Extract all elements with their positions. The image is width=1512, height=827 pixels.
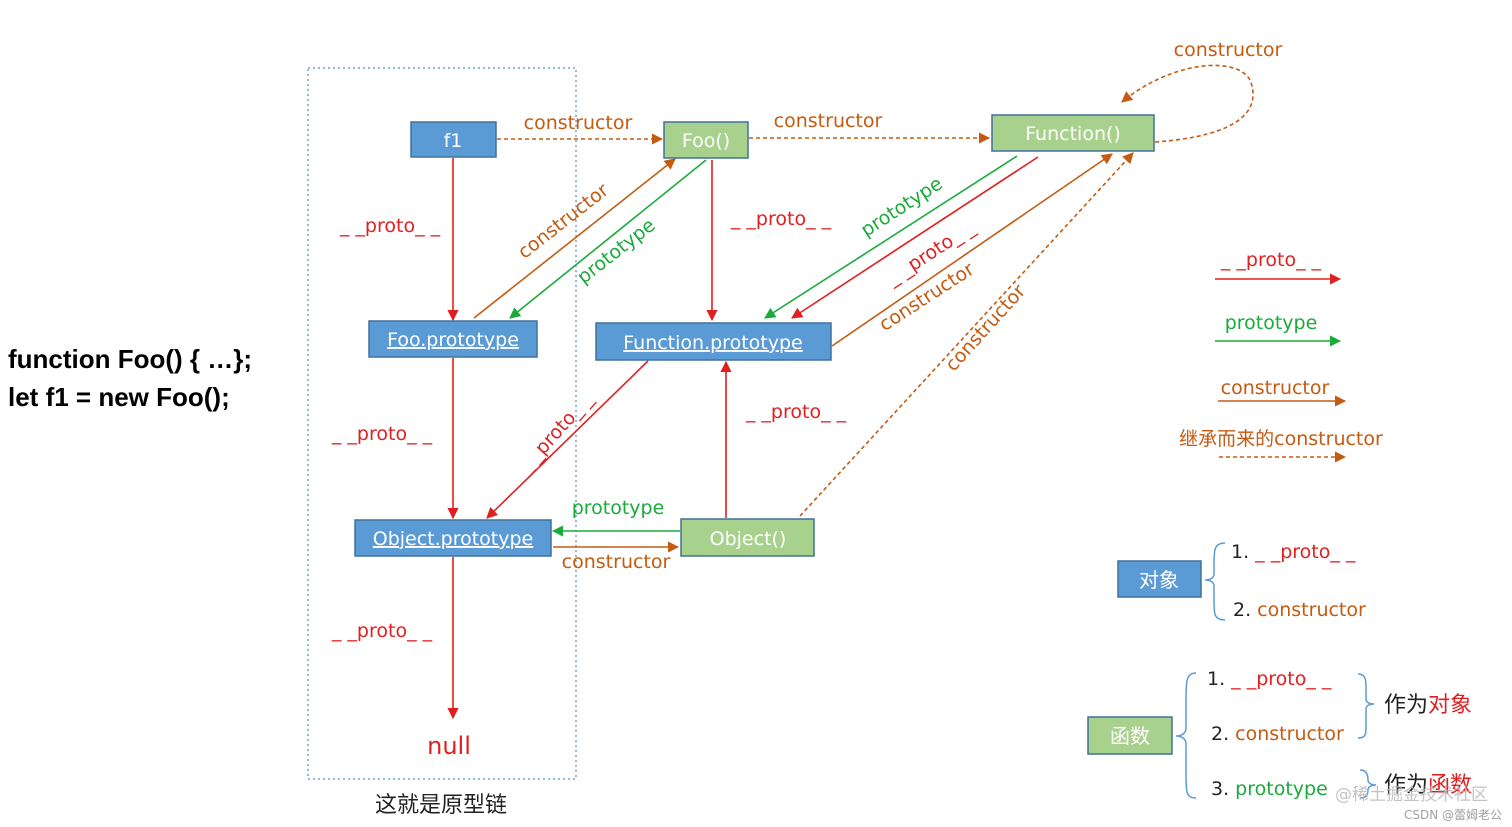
label-prototype-foo-fooproto: prototype — [573, 214, 660, 288]
as-function-brace — [1359, 769, 1377, 799]
prototype-chain-caption: 这就是原型链 — [375, 793, 507, 818]
as-function-label: 作为函数 — [1384, 773, 1472, 798]
watermark-juejin: @稀土掘金技术社区 — [1335, 785, 1488, 805]
edge-fooproto-foo-constructor — [473, 158, 676, 319]
function-item-proto: 1. _ _proto_ _ — [1207, 668, 1332, 690]
label-proto-fooproto: _ _proto_ _ — [331, 423, 433, 445]
object-brace — [1204, 542, 1226, 621]
object-item-proto: 1. _ _proto_ _ — [1231, 541, 1356, 563]
node-foo-label: Foo() — [682, 130, 730, 152]
label-prototype-function: prototype — [857, 173, 947, 242]
label-constructor-f1-foo: constructor — [524, 112, 633, 134]
label-constructor-function-self: constructor — [1174, 39, 1283, 61]
node-object: Object() — [680, 518, 815, 557]
edge-funcproto-objproto-proto — [486, 360, 649, 519]
function-brace — [1175, 672, 1197, 799]
function-box: 函数 — [1087, 716, 1173, 755]
legend-prototype-label: prototype — [1225, 312, 1318, 334]
as-object-label: 作为对象 — [1384, 693, 1472, 718]
edge-function-funcproto-proto — [791, 156, 1039, 319]
legend-inherited-constructor-label: 继承而来的constructor — [1179, 428, 1383, 450]
label-proto-f1: _ _proto_ _ — [339, 215, 441, 237]
label-proto-foo: _ _proto_ _ — [730, 208, 832, 230]
edge-function-self-constructor — [1121, 64, 1254, 143]
label-prototype-object-objproto: prototype — [572, 497, 665, 519]
node-foo: Foo() — [663, 121, 749, 159]
label-proto-funcproto-objproto: _ _proto_ _ — [513, 388, 597, 478]
edge-foo-fooproto-prototype — [509, 159, 707, 319]
node-object-prototype-label: Object.prototype — [373, 528, 534, 550]
as-object-brace — [1357, 673, 1375, 739]
label-proto-object: _ _proto_ _ — [745, 401, 847, 423]
code-line-1: function Foo() { …}; — [8, 344, 253, 374]
node-function-label: Function() — [1025, 123, 1121, 145]
legend-proto-label: _ _proto_ _ — [1220, 249, 1322, 271]
function-box-label: 函数 — [1110, 724, 1150, 748]
node-null: null — [427, 732, 471, 760]
label-proto-objproto: _ _proto_ _ — [331, 620, 433, 642]
object-box-label: 对象 — [1139, 568, 1179, 592]
node-object-prototype: Object.prototype — [354, 519, 552, 557]
node-object-label: Object() — [710, 528, 787, 550]
node-function: Function() — [991, 114, 1155, 152]
object-box: 对象 — [1117, 560, 1202, 598]
code-snippet: function Foo() { …}; let f1 = new Foo(); — [8, 340, 252, 416]
node-foo-prototype-label: Foo.prototype — [387, 329, 519, 351]
node-function-prototype-label: Function.prototype — [623, 332, 802, 354]
code-line-2: let f1 = new Foo(); — [8, 382, 230, 412]
object-item-constructor: 2. constructor — [1233, 599, 1366, 621]
node-foo-prototype: Foo.prototype — [368, 320, 538, 358]
edge-object-function-constructor — [799, 152, 1134, 517]
node-function-prototype: Function.prototype — [595, 322, 832, 361]
legend-constructor-label: constructor — [1221, 377, 1330, 399]
label-constructor-object-function: constructor — [941, 280, 1030, 376]
watermark-csdn: CSDN @蕾姆老公 — [1404, 808, 1502, 822]
edge-funcproto-function-constructor — [831, 153, 1113, 347]
node-f1: f1 — [410, 121, 497, 158]
node-f1-label: f1 — [444, 130, 463, 152]
label-constructor-foo-function: constructor — [774, 110, 883, 132]
edge-function-funcproto-prototype — [764, 155, 1018, 319]
function-item-prototype: 3. prototype — [1211, 778, 1328, 800]
label-constructor-objproto-object: constructor — [562, 551, 671, 573]
function-item-constructor: 2. constructor — [1211, 723, 1344, 745]
